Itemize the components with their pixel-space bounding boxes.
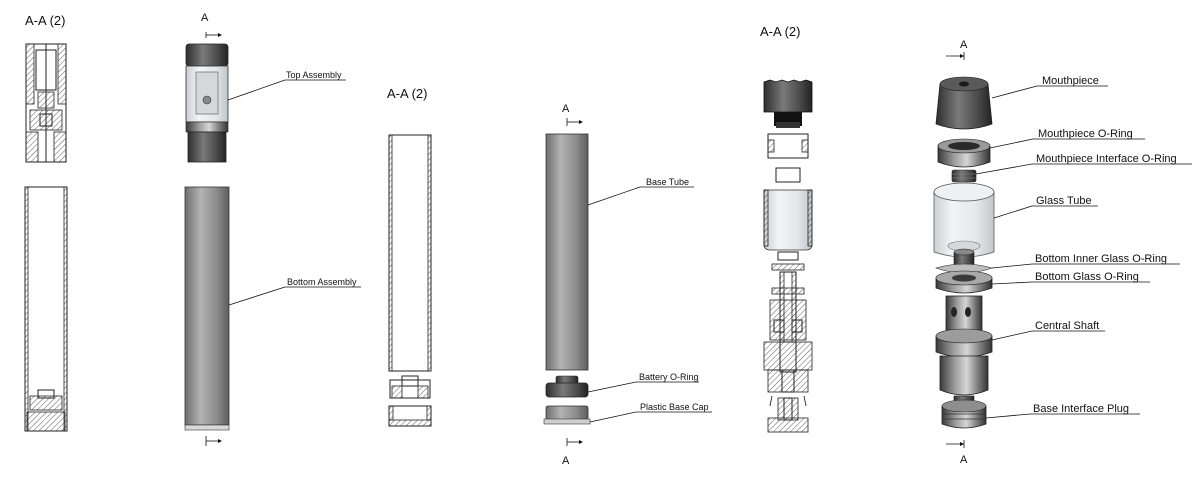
callout-central-shaft: Central Shaft [1035, 320, 1099, 332]
plastic-base-cap-part [543, 405, 591, 425]
section-title-left: A-A (2) [25, 13, 65, 28]
callout-base-tube: Base Tube [646, 177, 689, 187]
mouthpiece-interface-o-ring-part [951, 169, 977, 183]
base-plug-section [767, 395, 809, 433]
callout-mouthpiece-o-ring: Mouthpiece O-Ring [1038, 128, 1133, 140]
top-assembly-part [185, 43, 229, 163]
callout-mouthpiece: Mouthpiece [1042, 75, 1099, 87]
central-shaft-part [935, 295, 993, 396]
callout-bottom-inner-glass-o-ring: Bottom Inner Glass O-Ring [1035, 253, 1167, 265]
section-view-assembled: A-A (2) [24, 13, 68, 432]
callout-base-interface-plug: Base Interface Plug [1033, 403, 1129, 415]
section-marker-letter-top-top: A [960, 39, 968, 51]
bottom-inner-glass-o-ring-part [935, 248, 993, 274]
section-marker-letter-base-top: A [562, 103, 570, 115]
callout-plastic-base-cap: Plastic Base Cap [640, 402, 709, 412]
callout-bottom-assembly: Bottom Assembly [287, 277, 357, 287]
callout-top-assembly: Top Assembly [286, 70, 342, 80]
base-interface-plug-part [941, 395, 987, 429]
section-view-base: A-A (2) [387, 86, 432, 427]
assembled-view: A Top Assembly Bottom Assembly [184, 12, 361, 446]
bottom-glass-o-ring-part [935, 270, 993, 294]
section-marker-letter-base-bottom: A [562, 455, 570, 467]
section-title-right: A-A (2) [760, 24, 800, 39]
mouthpiece-section [763, 79, 813, 113]
base-cap-section [388, 405, 432, 427]
mouthpiece-o-ring-part [937, 138, 991, 168]
battery-o-ring-part [545, 375, 589, 398]
glass-tube-part [933, 182, 995, 258]
bottom-assembly-part [184, 186, 230, 431]
section-marker-letter: A [201, 12, 209, 24]
callout-battery-o-ring: Battery O-Ring [639, 372, 699, 382]
top-exploded-view: A Mouthpiece Mouthpiece O-Ring M [933, 39, 1192, 466]
section-marker-letter-top-bottom: A [960, 454, 968, 466]
base-exploded-view: A Base Tube Battery O-Ring Plastic Base … [543, 103, 712, 467]
callout-glass-tube: Glass Tube [1036, 195, 1092, 207]
section-title-middle: A-A (2) [387, 86, 427, 101]
glass-tube-section [763, 189, 813, 251]
callout-bottom-glass-o-ring: Bottom Glass O-Ring [1035, 271, 1139, 283]
battery-o-ring-section [389, 375, 431, 399]
callout-mouthpiece-interface-o-ring: Mouthpiece Interface O-Ring [1036, 153, 1177, 165]
central-shaft-section [763, 271, 813, 393]
base-tube-part [545, 133, 589, 371]
bottom-assembly-section [24, 186, 68, 432]
mouthpiece-part [935, 76, 993, 130]
top-assembly-section [25, 43, 67, 163]
section-view-top-exploded: A-A (2) [760, 24, 813, 433]
